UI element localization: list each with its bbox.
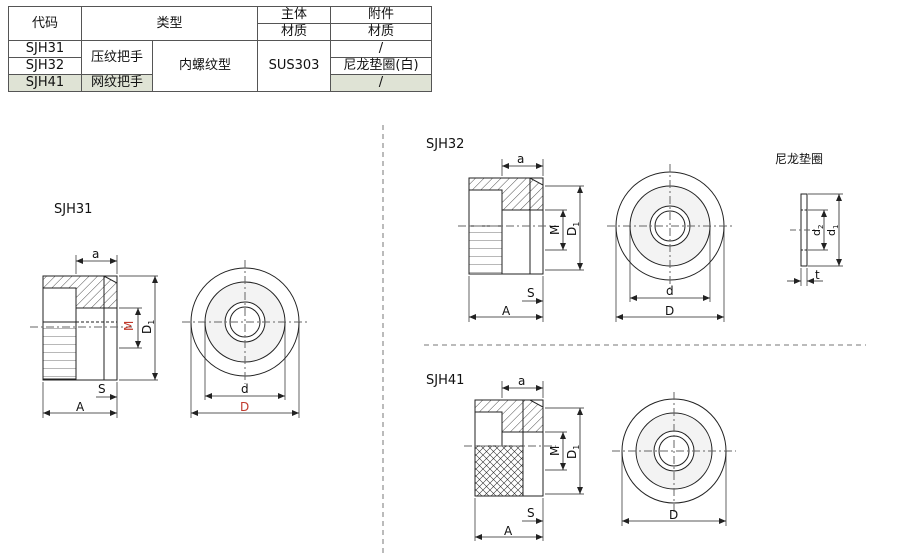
washer-dim-d1: d1 [825,225,840,236]
row-code: SJH32 [8,57,82,75]
sjh41-dim-A: A [504,524,513,538]
sjh32-dim-a: a [517,152,524,166]
row-material: SUS303 [257,40,331,92]
sjh32-section [468,177,544,211]
sjh32-dim-A: A [502,304,511,318]
sjh31-dim-a: a [92,247,99,261]
row-grip: 网纹把手 [81,74,153,92]
washer-title: 尼龙垫圈 [775,151,823,166]
spec-table: 代码 类型 主体 附件 材质 材质 SJH31 压纹把手 内螺纹型 SUS303… [8,6,432,92]
sjh31-dim-D1: D1 [140,320,156,334]
row-thread: 内螺纹型 [152,40,258,92]
sjh31-section [42,275,118,309]
sjh41-title: SJH41 [426,373,464,388]
washer-drawing: 尼龙垫圈 d2 d1 t [775,151,843,286]
sjh41-dim-D1: D1 [565,445,581,459]
sjh32-title: SJH32 [426,137,464,152]
row-code: SJH41 [8,74,82,92]
sjh32-knurl [468,225,503,275]
sjh41-knurl [474,445,524,497]
sjh31-body-outline [42,275,118,381]
sjh41-dim-a: a [518,374,525,388]
sjh41-dim-D: D [669,508,678,522]
sjh31-dim-d: d [241,382,249,396]
row-code: SJH31 [8,40,82,58]
sjh32-drawing: SJH32 a A S M D1 [426,137,733,322]
sjh41-drawing: SJH41 a A S M D1 [426,373,736,541]
washer-dim-t: t [815,268,820,282]
sjh41-body-outline [474,399,544,497]
sjh31-dim-M: M [122,321,136,331]
sjh31-dim-S: S [98,382,106,396]
washer-dim-d2: d2 [810,225,825,236]
sjh31-dim-A: A [76,400,85,414]
sjh32-dim-S: S [527,286,535,300]
sjh31-knurl [42,321,77,380]
sjh32-dim-M: M [548,225,562,235]
row-accessory: / [330,74,432,92]
row-grip: 压纹把手 [81,40,153,75]
sjh31-title: SJH31 [54,202,92,217]
sjh31-dim-D: D [240,400,249,414]
row-accessory: 尼龙垫圈(白) [330,57,432,75]
sjh41-dim-S: S [527,506,535,520]
header-type: 类型 [81,6,258,41]
sjh32-dim-d: d [666,284,674,298]
sjh41-dim-M: M [548,446,562,456]
sjh32-dim-D: D [665,304,674,318]
header-code: 代码 [8,6,82,41]
sjh41-section [474,399,544,433]
sjh31-drawing: SJH31 a A S M D1 [30,202,308,418]
sjh32-dim-D1: D1 [565,222,581,236]
